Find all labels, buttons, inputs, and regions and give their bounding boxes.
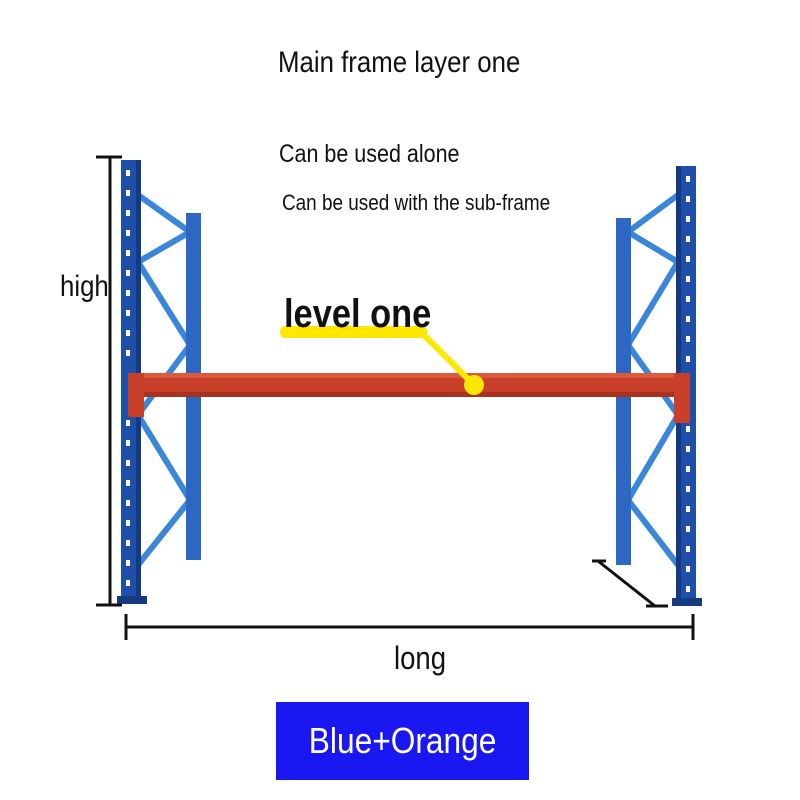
usage-note-subframe: Can be used with the sub-frame (282, 190, 551, 215)
level-one-pointer (280, 326, 484, 395)
right-footplate (672, 598, 702, 606)
left-braces (135, 192, 193, 567)
left-upright-holes (126, 170, 130, 586)
color-option-label: Blue+Orange (308, 720, 497, 761)
label-underline (280, 326, 427, 338)
beam-left-connector (128, 373, 144, 417)
right-upright-holes (686, 176, 690, 592)
beam-pointer-dot (464, 375, 484, 395)
diagram-title: Main frame layer one (278, 46, 521, 79)
beam-level-label: level one (284, 292, 432, 336)
length-label: long (394, 640, 447, 676)
beam-right-connector (674, 373, 690, 423)
color-option-badge: Blue+Orange (276, 702, 529, 780)
beam (128, 373, 690, 423)
usage-note-alone: Can be used alone (279, 140, 460, 168)
left-footplate (117, 596, 147, 604)
depth-indicator (592, 559, 668, 608)
length-dimension (124, 614, 695, 640)
height-dimension (96, 155, 122, 607)
height-label: high (60, 270, 109, 303)
right-braces (625, 192, 681, 567)
